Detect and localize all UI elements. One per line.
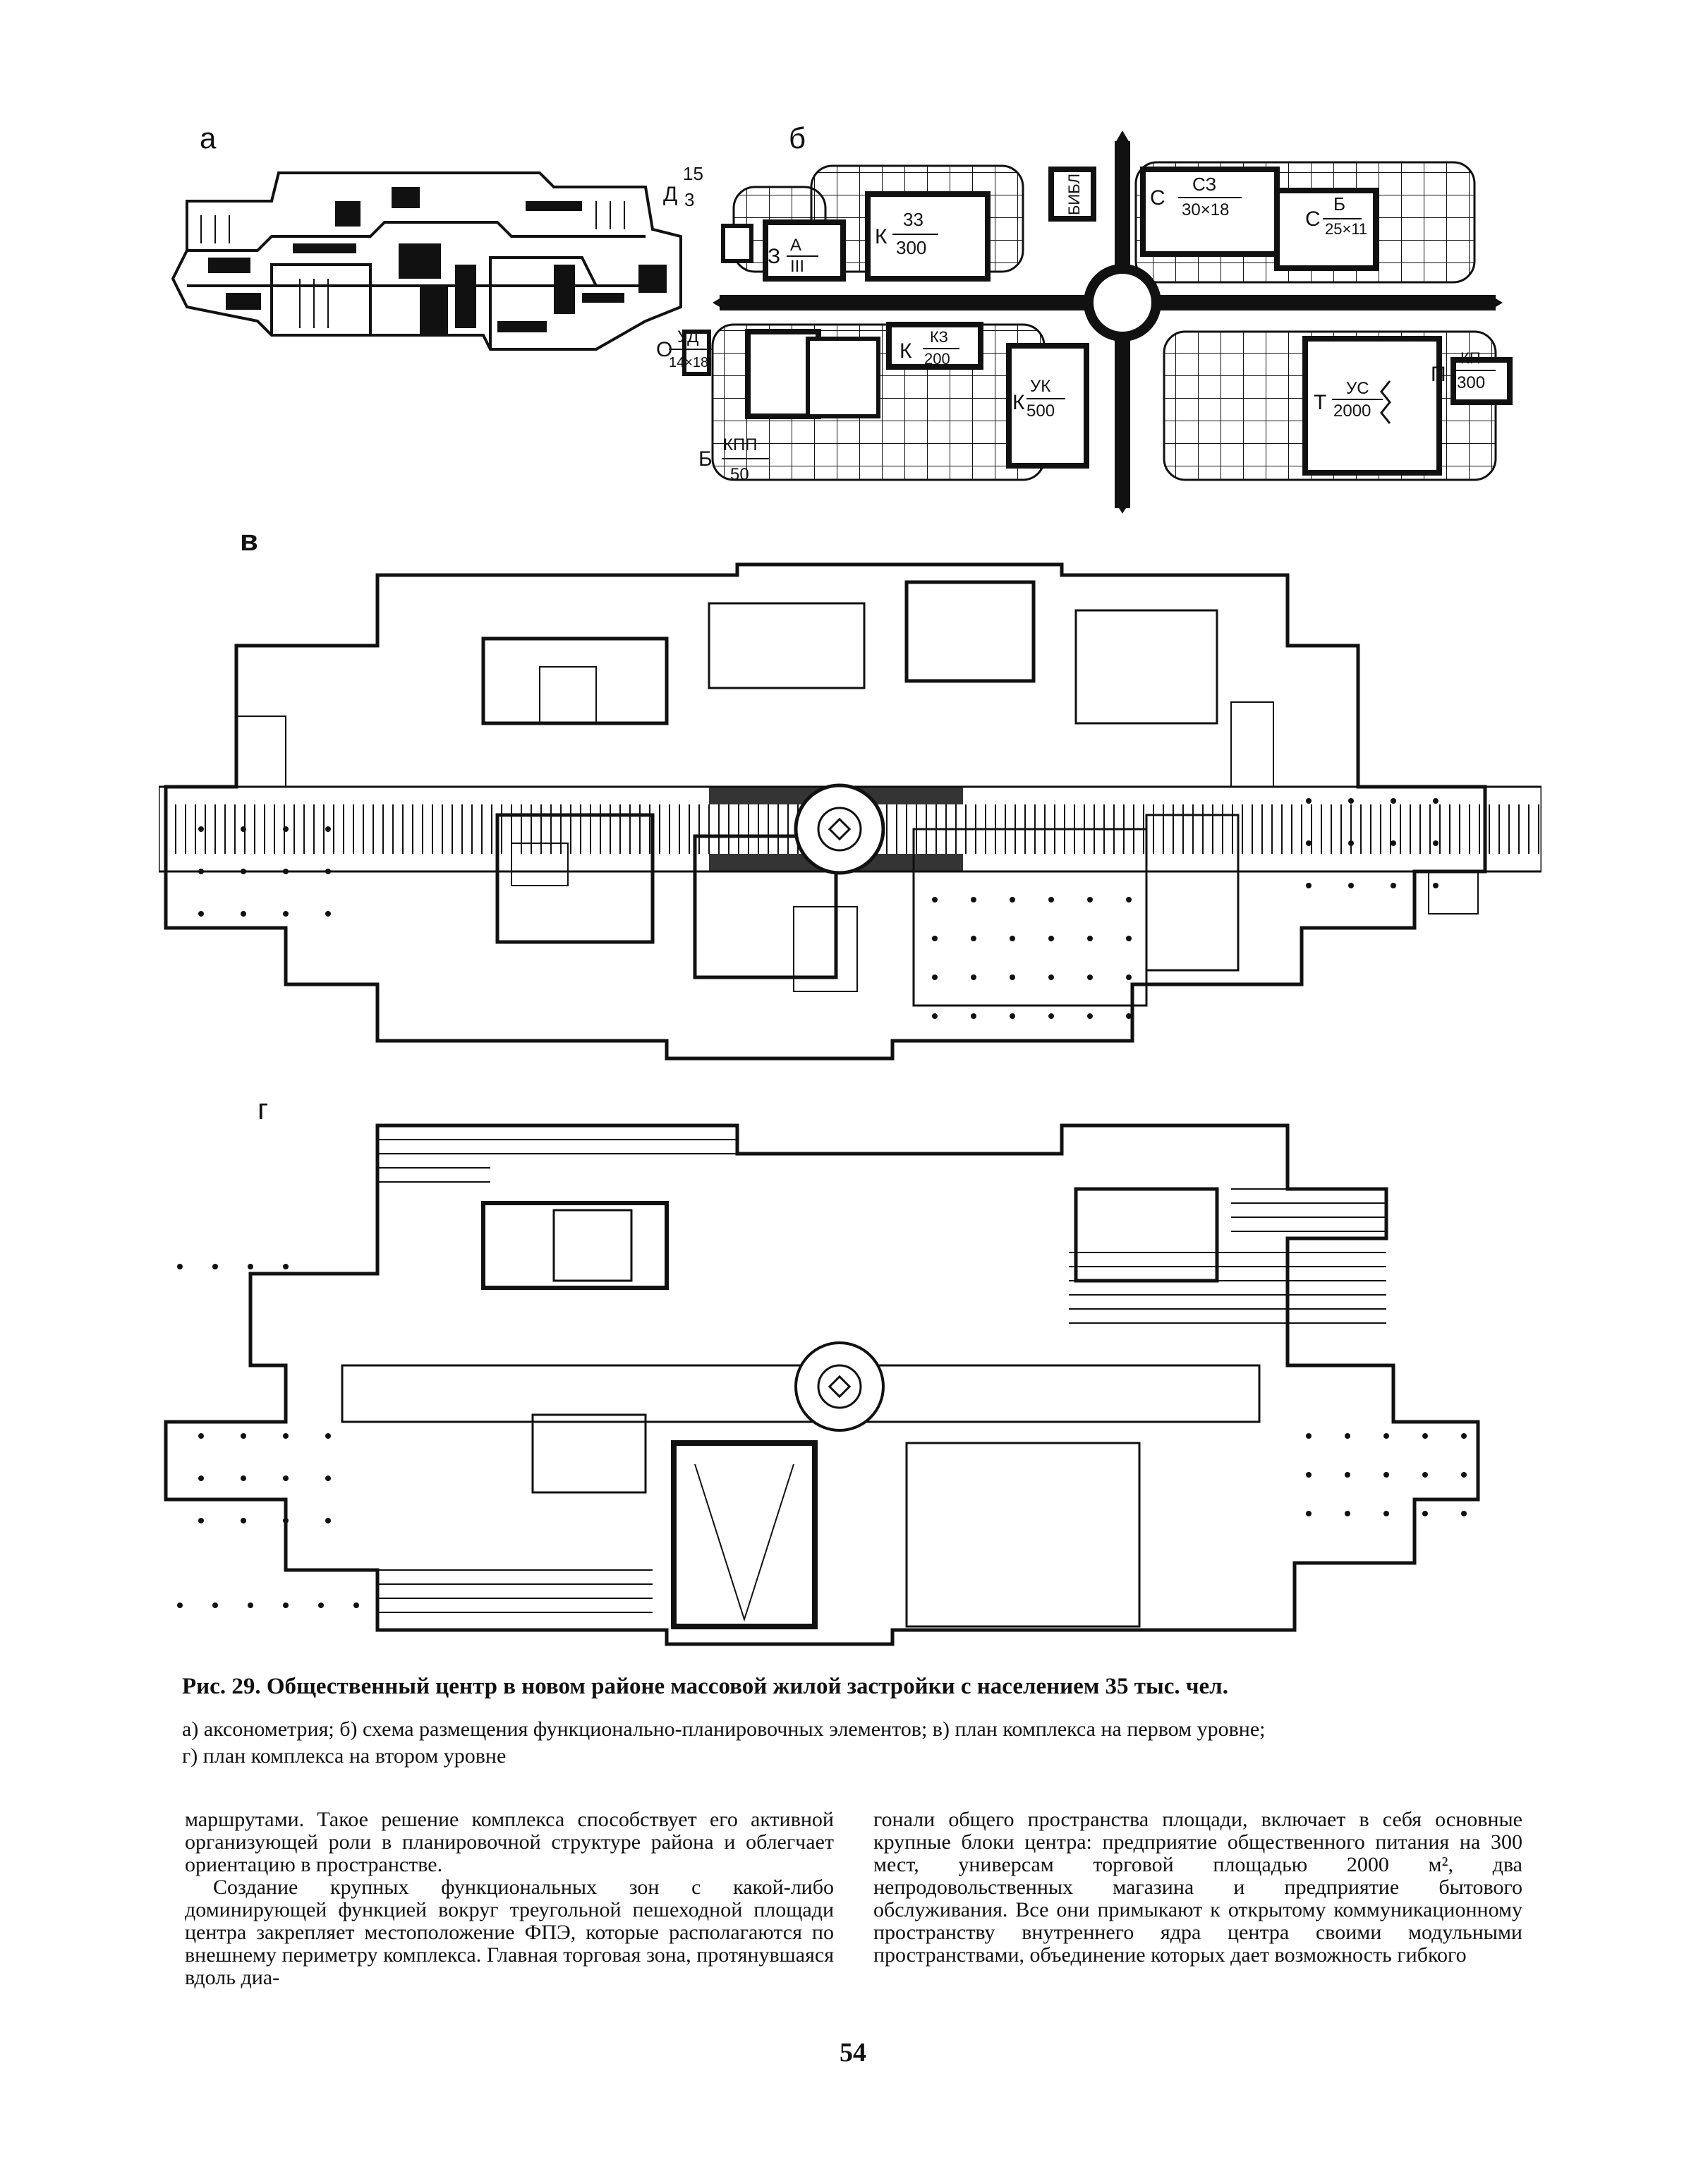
scheme-label-k2: К [900, 339, 912, 363]
svg-text:Б: Б [1333, 193, 1345, 215]
legend-line-2: г) план комплекса на втором уровне [182, 1744, 507, 1768]
svg-text:А: А [790, 236, 801, 255]
svg-text:500: 500 [1026, 402, 1055, 421]
svg-text:КПП: КПП [723, 435, 757, 454]
scheme-label-k1: К [875, 225, 888, 248]
axonometry-drawing [171, 171, 682, 351]
svg-text:УК: УК [1030, 377, 1050, 396]
scheme-label-z: З [768, 245, 780, 268]
svg-text:25×11: 25×11 [1325, 220, 1367, 238]
panel-label-v: в [240, 524, 258, 557]
svg-text:200: 200 [924, 350, 950, 368]
svg-text:30×18: 30×18 [1182, 200, 1229, 219]
svg-text:50: 50 [730, 465, 749, 484]
text-column-right: гонали общего пространства площади, вклю… [873, 1809, 1522, 1967]
panel-label-g: г [258, 1092, 269, 1125]
scheme-label-p: П [1431, 363, 1446, 386]
svg-text:3: 3 [684, 189, 694, 210]
functional-scheme-drawing: Д 15 3 З А III К 33 300 БИБЛ. С СЗ 30×18… [656, 131, 1513, 514]
plan-first-level [159, 562, 1542, 1061]
figure-caption-legend: а) аксонометрия; б) схема размещения фун… [182, 1716, 1522, 1770]
plan-second-level [164, 1123, 1480, 1646]
left-paragraph-1: маршрутами. Такое решение комплекса спос… [185, 1808, 834, 1876]
left-paragraph-2: Создание крупных функциональных зон с ка… [185, 1876, 834, 1989]
roundabout [1084, 264, 1161, 342]
scheme-label-t: Т [1314, 391, 1326, 414]
scheme-label-c2: С [1305, 207, 1321, 231]
svg-text:III: III [790, 257, 804, 276]
central-fountain-second [794, 1341, 885, 1432]
svg-text:2000: 2000 [1333, 402, 1371, 421]
svg-text:300: 300 [1457, 373, 1485, 392]
legend-line-1: а) аксонометрия; б) схема размещения фун… [182, 1718, 1266, 1741]
svg-text:УД: УД [677, 327, 698, 346]
svg-text:33: 33 [903, 209, 923, 230]
scheme-label-d: Д [663, 183, 677, 206]
page-number: 54 [840, 2038, 866, 2068]
svg-text:15: 15 [683, 163, 703, 184]
text-column-left: маршрутами. Такое решение комплекса спос… [185, 1809, 834, 1989]
svg-text:КЗ: КЗ [930, 328, 948, 346]
scheme-label-bibl: БИБЛ. [1065, 169, 1083, 215]
svg-text:300: 300 [896, 237, 926, 258]
central-fountain-first [794, 783, 885, 875]
svg-text:14×18: 14×18 [669, 355, 708, 370]
figure-caption-title: Рис. 29. Общественный центр в новом райо… [182, 1674, 1228, 1699]
svg-text:СЗ: СЗ [1192, 174, 1216, 195]
svg-text:КП: КП [1460, 349, 1481, 367]
panel-label-a: а [200, 121, 217, 155]
svg-text:УС: УС [1346, 379, 1369, 398]
scheme-label-b: Б [698, 447, 713, 471]
scheme-label-k3: К [1012, 391, 1025, 414]
panel-label-b: б [789, 121, 806, 155]
scheme-label-o: О [656, 338, 672, 361]
scheme-label-c1: С [1150, 186, 1165, 210]
right-paragraph-1: гонали общего пространства площади, вклю… [873, 1808, 1522, 1967]
